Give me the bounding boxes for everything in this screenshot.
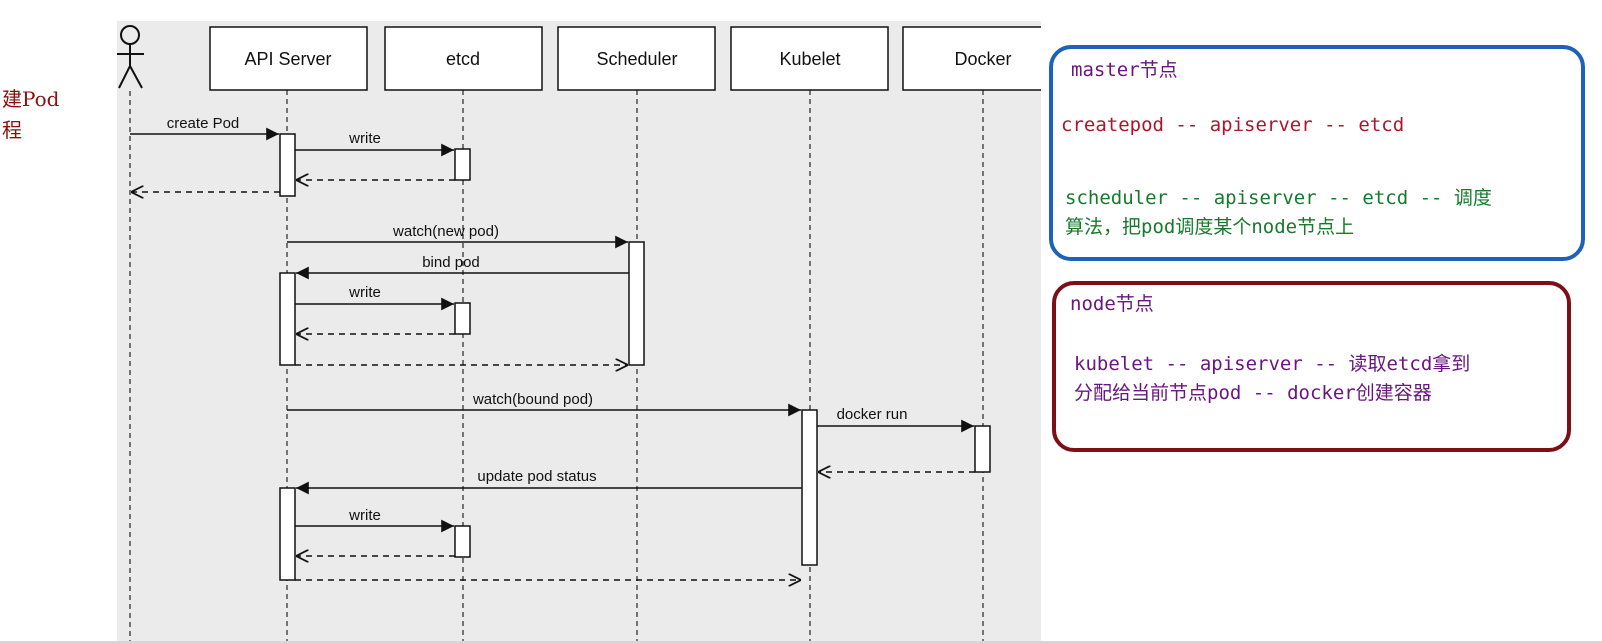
left-note-line-2: 程 xyxy=(2,118,22,142)
bottom-divider xyxy=(0,641,1602,643)
activation-etcd-2 xyxy=(454,302,471,335)
node-note-line-2: 分配给当前节点pod -- docker创建容器 xyxy=(1074,382,1432,404)
activation-api-server-1 xyxy=(279,133,296,197)
message-label-write-2: write xyxy=(348,284,381,301)
message-label-bind-pod: bind pod xyxy=(422,254,480,271)
participant-scheduler: Scheduler xyxy=(557,26,716,91)
master-node-note: master节点 createpod -- apiserver -- etcd … xyxy=(1049,45,1585,261)
participant-label-etcd: etcd xyxy=(446,49,480,69)
participant-label-scheduler: Scheduler xyxy=(596,49,677,69)
master-note-line-1: createpod -- apiserver -- etcd xyxy=(1061,114,1405,136)
activation-kubelet xyxy=(801,409,818,566)
master-note-line-2: scheduler -- apiserver -- etcd -- 调度 xyxy=(1065,187,1492,209)
activation-api-server-3 xyxy=(279,487,296,581)
participant-label-docker: Docker xyxy=(954,49,1011,69)
participant-api-server: API Server xyxy=(209,26,368,91)
node-note-title: node节点 xyxy=(1070,293,1154,315)
activation-api-server-2 xyxy=(279,272,296,366)
message-label-create-pod: create Pod xyxy=(167,115,240,132)
master-note-title: master节点 xyxy=(1071,59,1178,81)
message-label-update-pod-status: update pod status xyxy=(477,468,596,485)
participant-label-api-server: API Server xyxy=(244,49,331,69)
master-note-line-3: 算法，把pod调度某个node节点上 xyxy=(1065,216,1355,238)
message-label-docker-run: docker run xyxy=(837,406,908,423)
participant-etcd: etcd xyxy=(384,26,543,91)
activation-scheduler xyxy=(628,241,645,366)
actor-icon xyxy=(117,25,144,89)
message-label-watch-bound-pod: watch(bound pod) xyxy=(472,391,593,408)
participant-docker: Docker xyxy=(902,26,1041,91)
participant-kubelet: Kubelet xyxy=(730,26,889,91)
sequence-diagram-svg: API Server etcd Scheduler Kubelet Docker xyxy=(117,25,1041,643)
message-label-watch-new-pod: watch(new pod) xyxy=(392,223,499,240)
node-note-line-1: kubelet -- apiserver -- 读取etcd拿到 xyxy=(1074,353,1471,375)
node-node-note: node节点 kubelet -- apiserver -- 读取etcd拿到 … xyxy=(1052,281,1571,452)
left-note-line-1: 建Pod xyxy=(2,87,60,111)
activation-etcd-1 xyxy=(454,148,471,181)
message-label-write-3: write xyxy=(348,507,381,524)
sequence-diagram: API Server etcd Scheduler Kubelet Docker xyxy=(117,21,1041,643)
activation-docker xyxy=(974,425,991,473)
message-label-write-1: write xyxy=(348,130,381,147)
left-note: 建Pod 程 xyxy=(2,84,82,146)
activation-etcd-3 xyxy=(454,525,471,558)
participant-label-kubelet: Kubelet xyxy=(779,49,840,69)
